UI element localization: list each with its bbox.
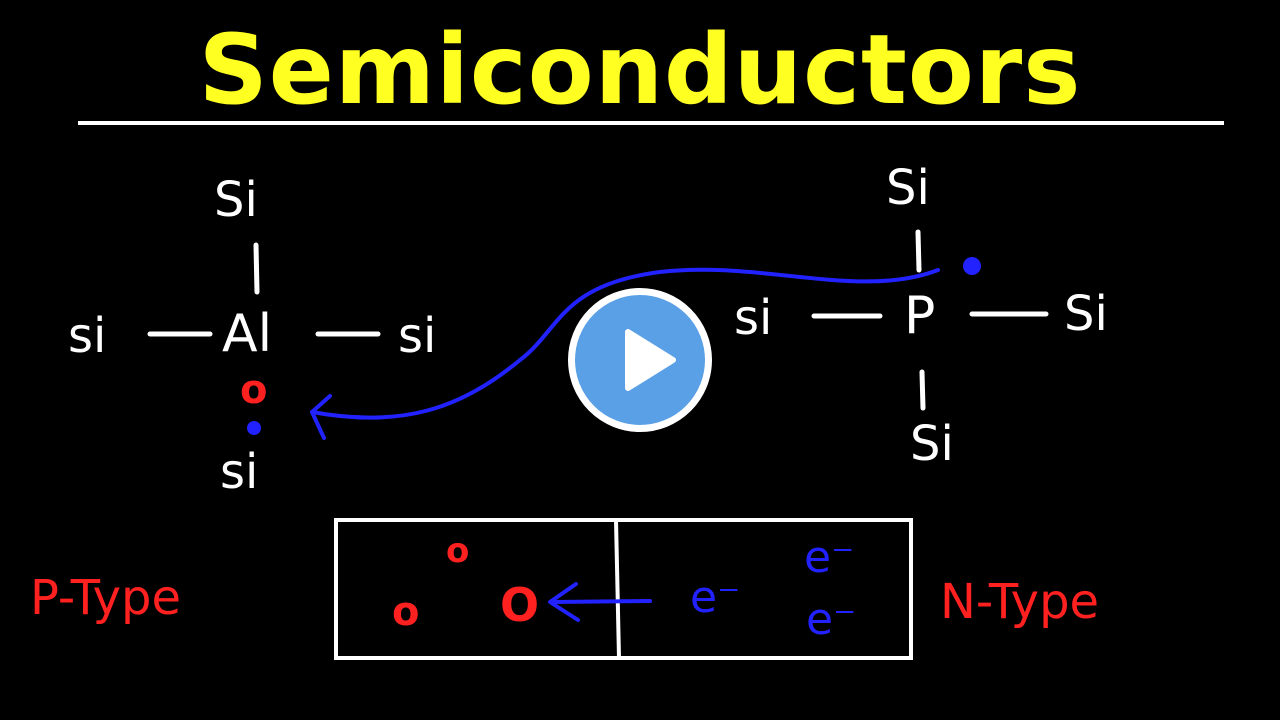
p-top-si: Si [886, 160, 930, 216]
electron-upper: e⁻ [804, 532, 855, 583]
al-top-si: Si [214, 172, 258, 228]
al-center-atom: Al [222, 304, 273, 364]
video-title: Semiconductors [198, 14, 1082, 126]
p-top-bond [915, 229, 922, 273]
hole-large: O [500, 578, 540, 632]
pn-junction-box [334, 518, 913, 660]
al-top-bond [253, 242, 260, 295]
al-left-si: si [68, 308, 107, 364]
p-bottom-si: Si [910, 416, 954, 472]
p-right-si: Si [1064, 286, 1108, 342]
electron-dot-left [247, 421, 261, 435]
hole-small-left: o [392, 589, 420, 635]
play-button[interactable] [568, 288, 712, 432]
electron-lower: e⁻ [806, 594, 857, 645]
extra-electron-dot [963, 257, 981, 275]
al-bottom-si: si [220, 444, 259, 500]
p-center-atom: P [904, 286, 936, 346]
n-type-label: N-Type [940, 574, 1100, 630]
play-icon [625, 329, 676, 391]
p-type-label: P-Type [30, 570, 182, 626]
junction-divider [614, 519, 621, 659]
junction-arrow-shaft [550, 599, 652, 604]
electron-transfer-arrow [310, 267, 940, 420]
electron-middle: e⁻ [690, 572, 741, 623]
hole-small-top: o [446, 531, 470, 571]
p-bottom-bond [919, 369, 926, 411]
al-right-si: si [398, 308, 437, 364]
junction-arrowhead [548, 582, 580, 622]
arrowhead-left [310, 394, 332, 440]
hole-near-al: o [240, 367, 268, 413]
p-left-si: si [734, 290, 773, 346]
